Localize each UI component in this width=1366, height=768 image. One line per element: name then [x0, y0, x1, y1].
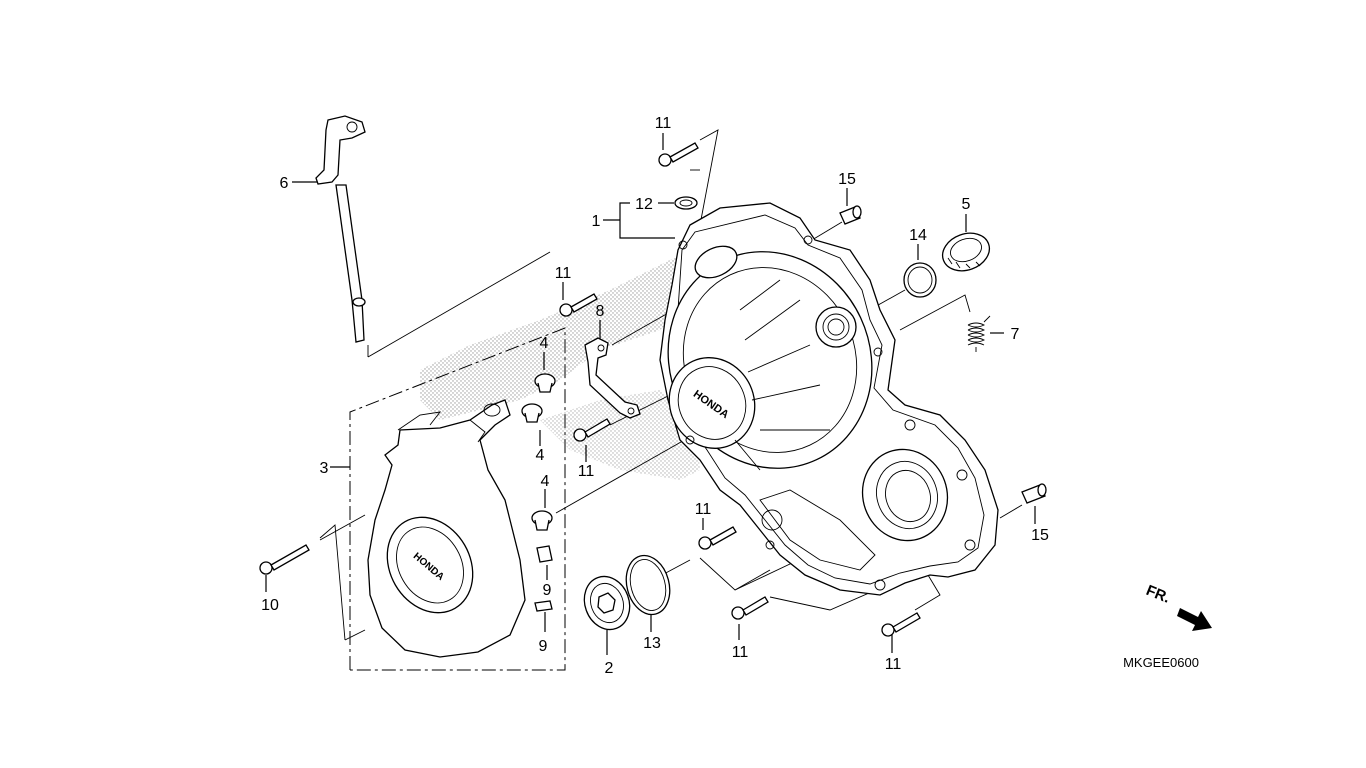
oil-seal — [674, 196, 698, 210]
callout-13: 13 — [643, 635, 661, 652]
callout-3: 3 — [320, 460, 329, 477]
oil-filler-plug-cover — [583, 575, 631, 631]
callout-2: 2 — [605, 660, 614, 677]
callout-6: 6 — [280, 175, 289, 192]
front-direction-arrow: FR. — [1144, 582, 1212, 631]
spacer-collar-mid — [521, 403, 543, 423]
diagram-code: MKGEE0600 — [1123, 655, 1199, 670]
callout-5: 5 — [962, 196, 971, 213]
o-ring-large — [625, 554, 671, 616]
callout-11: 11 — [695, 501, 712, 518]
generator-cover: HONDA — [367, 399, 526, 658]
rubber-cushion-upper — [536, 545, 553, 563]
callout-7: 7 — [1011, 326, 1020, 343]
callout-9: 9 — [543, 582, 552, 599]
callout-4: 4 — [541, 473, 550, 490]
flange-bolt-right-lower — [731, 596, 769, 620]
callout-14: 14 — [909, 227, 927, 244]
callout-11: 11 — [732, 644, 749, 661]
long-flange-bolt — [259, 544, 310, 575]
flange-bolt-top — [658, 142, 699, 167]
return-spring — [967, 315, 991, 352]
flange-bolt-far-right — [881, 612, 921, 637]
callout-11: 11 — [578, 463, 595, 480]
dowel-pin-right — [1021, 483, 1047, 504]
callout-10: 10 — [261, 597, 279, 614]
clutch-lifter-arm — [315, 115, 366, 343]
flange-bolt-right-upper — [698, 526, 737, 550]
callout-4: 4 — [536, 447, 545, 464]
callout-15: 15 — [838, 171, 856, 188]
arrow-icon — [1177, 608, 1212, 631]
mounting-bracket — [584, 337, 641, 419]
callout-15: 15 — [1031, 527, 1049, 544]
callout-9: 9 — [539, 638, 548, 655]
flange-bolt-mid — [573, 418, 611, 442]
callout-4: 4 — [540, 335, 549, 352]
rubber-cushion-lower — [534, 600, 553, 612]
dowel-pin-top — [839, 205, 862, 225]
main-crankcase-cover: HONDA — [659, 202, 999, 596]
gasket-shadow — [420, 250, 700, 480]
spacer-collar-upper — [534, 373, 556, 393]
callout-8: 8 — [596, 303, 605, 320]
callout-11: 11 — [555, 265, 572, 282]
callout-11: 11 — [885, 656, 902, 673]
direction-label: FR. — [1144, 582, 1173, 607]
callout-labels: 11 12 1 15 5 14 7 6 11 8 4 4 11 4 3 11 1… — [261, 115, 1049, 677]
callout-11: 11 — [655, 115, 672, 132]
o-ring-small — [903, 262, 937, 298]
callout-1: 1 — [592, 213, 601, 230]
flange-bolt-mid-left — [559, 293, 598, 317]
oil-filler-cap — [941, 232, 991, 272]
spacer-collar-low — [531, 510, 553, 531]
callout-12: 12 — [635, 196, 653, 213]
